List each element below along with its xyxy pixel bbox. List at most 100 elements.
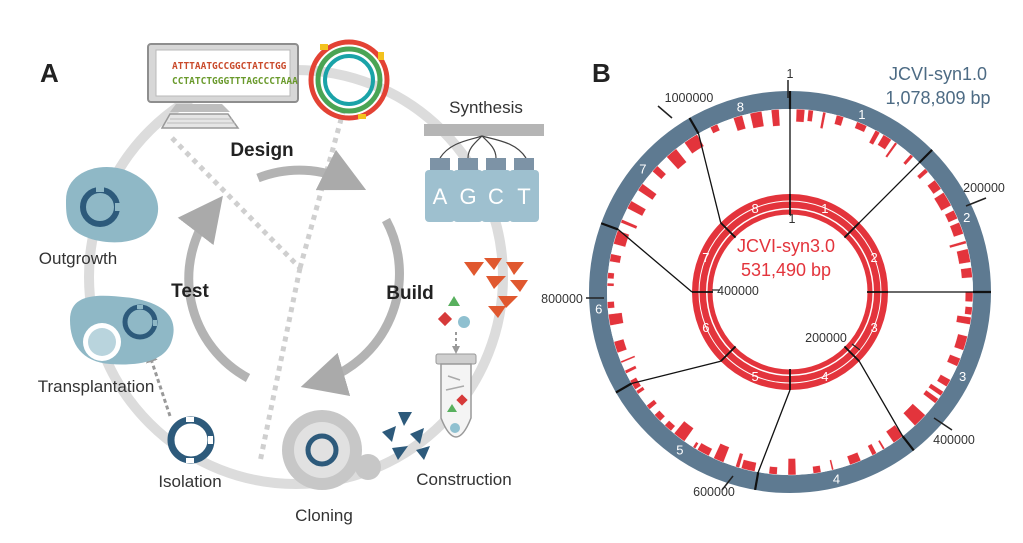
inner-segment-label: 2	[870, 250, 877, 265]
retained-region	[928, 383, 944, 397]
outer-segment-boundary	[754, 472, 760, 491]
retained-region	[949, 222, 964, 238]
retained-region	[964, 290, 974, 303]
sequence-line-2: CCTATCTGGGTTTAGCCCTAAA	[172, 76, 298, 87]
test-tube-icon	[435, 353, 477, 438]
outer-segment-boundary	[901, 435, 915, 452]
retained-region	[877, 439, 886, 450]
inner-tick-400000: 400000	[717, 284, 759, 298]
retained-region	[692, 441, 699, 449]
retained-region	[608, 312, 624, 326]
retained-region	[953, 333, 968, 351]
retained-region	[829, 459, 835, 471]
retained-region	[812, 465, 822, 474]
retained-region	[867, 443, 877, 456]
construction-arrows-icon	[382, 412, 430, 460]
retained-region	[637, 183, 657, 201]
retained-region	[635, 386, 646, 395]
assembly-parts-icon	[437, 296, 470, 354]
isolated-genome-icon	[167, 416, 215, 464]
retained-region	[606, 282, 615, 287]
retained-region	[664, 420, 676, 432]
retained-region	[768, 466, 778, 475]
retained-region	[806, 109, 814, 122]
outer-segment-boundary	[615, 382, 633, 394]
inner-segment-label: 5	[752, 369, 759, 384]
inner-genome-size: 531,490 bp	[741, 260, 831, 280]
retained-region	[956, 248, 971, 265]
outer-tick-1: 1	[787, 67, 794, 81]
outer-tick-600000: 600000	[693, 485, 735, 499]
segment-spoke	[757, 389, 791, 473]
retained-region	[902, 403, 926, 426]
sequence-line-1: ATTTAATGCCGGCTATCTGG	[172, 61, 287, 72]
outer-segment-label: 1	[858, 107, 865, 122]
retained-region	[960, 267, 973, 279]
retained-region	[620, 219, 638, 230]
retained-region	[877, 134, 892, 150]
retained-region	[964, 306, 973, 316]
segment-spoke	[631, 360, 721, 385]
stage-test-label: Test	[171, 281, 209, 302]
inner-segment-label: 8	[752, 201, 759, 216]
inner-segment-label: 7	[702, 250, 709, 265]
retained-region	[902, 154, 914, 166]
retained-region	[626, 200, 647, 217]
retained-region	[697, 442, 713, 457]
genome-design-rings-icon	[308, 39, 390, 121]
synthesizer-bar	[424, 124, 544, 136]
stage-design-label: Design	[230, 140, 293, 161]
retained-region	[654, 410, 666, 422]
outer-genome-size: 1,078,809 bp	[885, 88, 990, 108]
vial-c-icon: C	[481, 158, 511, 222]
retained-region	[933, 192, 952, 212]
inner-segment-boundary	[720, 345, 737, 362]
retained-region	[922, 389, 939, 404]
retained-region	[613, 230, 630, 248]
vial-g-icon: G	[453, 158, 483, 222]
inner-segment-boundary	[720, 222, 737, 239]
retained-region	[652, 165, 667, 180]
construction-label: Construction	[416, 470, 511, 489]
cloning-label: Cloning	[295, 506, 353, 525]
retained-region	[770, 109, 781, 127]
isolation-label: Isolation	[158, 472, 221, 491]
inner-segment-boundary	[843, 345, 860, 362]
segment-spoke	[697, 133, 722, 223]
retained-region	[709, 123, 721, 134]
dbt-cycle	[177, 149, 404, 397]
transplantation-label: Transplantation	[38, 377, 155, 396]
outer-segment-label: 5	[676, 442, 683, 457]
panel-a-letter: A	[40, 58, 59, 88]
retained-region	[955, 315, 972, 325]
panel-a: A Design Build Test ATTTAATGCCGGCTATCTGG…	[38, 39, 544, 525]
transplantation-cell-icon	[70, 295, 174, 365]
inner-segment-label: 6	[702, 320, 709, 335]
panel-b-letter: B	[592, 58, 611, 88]
computer-icon: ATTTAATGCCGGCTATCTGG CCTATCTGGGTTTAGCCCT…	[147, 43, 299, 129]
outer-segment-boundary	[918, 149, 933, 164]
stage-build-label: Build	[386, 283, 434, 304]
retained-region	[884, 141, 898, 158]
inner-segment-label: 3	[870, 320, 877, 335]
retained-region	[740, 459, 757, 472]
vial-a-label: A	[433, 184, 448, 209]
panel-b: B JCVI-syn1.0 1,078,809 bp JCVI-syn3.0 5…	[541, 58, 1005, 499]
retained-region	[834, 114, 845, 127]
outer-genome-map: 1 2 3 4 5 6 7 8	[589, 91, 991, 493]
retained-region	[749, 110, 765, 129]
outer-segment-label: 3	[959, 369, 966, 384]
segment-spoke	[858, 162, 920, 224]
inner-tick-labels: 1 200000 400000	[712, 205, 861, 351]
vial-g-label: G	[459, 184, 476, 209]
retained-region	[846, 451, 862, 466]
outer-segment-label: 2	[963, 210, 970, 225]
outgrowth-label: Outgrowth	[39, 249, 117, 268]
inner-segment-label: 4	[821, 369, 828, 384]
retained-region	[666, 148, 687, 170]
outer-segment-boundary	[688, 117, 700, 135]
transfer-arrow	[146, 350, 172, 417]
synthesizer-tubes	[439, 135, 527, 159]
outer-retained-regions	[606, 108, 974, 476]
vial-t-icon: T	[509, 158, 539, 222]
